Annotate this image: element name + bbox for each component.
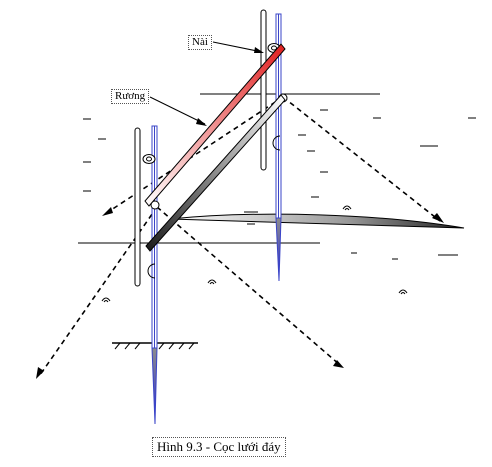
water-marks <box>83 109 476 260</box>
guy-ropes <box>39 96 441 376</box>
ruong-label: Rương <box>111 89 150 104</box>
nai-leader-arrow <box>254 47 264 53</box>
nai-label: Nài <box>188 35 212 50</box>
ruong-leader-line <box>149 96 206 125</box>
net-sheet <box>169 213 465 229</box>
nai-leader-line <box>212 41 263 53</box>
nai-bar <box>144 43 286 207</box>
ruong-bar <box>145 94 286 252</box>
wave-marks <box>101 205 408 303</box>
left-pole <box>134 125 160 425</box>
ruong-leader-arrow <box>196 118 207 126</box>
seabed-hatch <box>114 342 195 350</box>
rope-arrowheads <box>36 207 444 379</box>
figure-caption: Hình 9.3 - Cọc lưới đáy <box>152 437 286 457</box>
